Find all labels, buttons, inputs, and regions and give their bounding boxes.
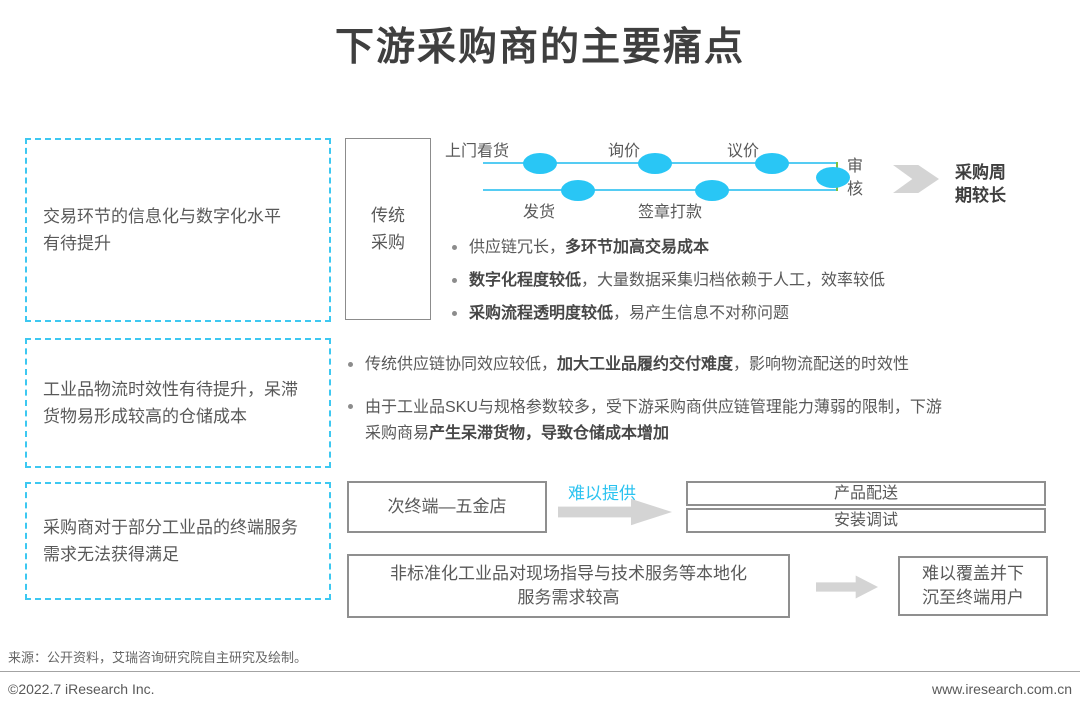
traditional-procurement-box: 传统 采购 xyxy=(345,138,431,320)
flow-node-dot xyxy=(695,180,729,201)
flow-step-audit: 审 核 xyxy=(847,158,864,198)
hardware-store-box: 次终端—五金店 xyxy=(347,481,547,533)
flow-node-dot xyxy=(638,153,672,174)
flow-node-dot xyxy=(816,167,850,188)
footer-source: 来源：公开资料，艾瑞咨询研究院自主研究及绘制。 xyxy=(8,650,308,665)
pain-point-box-2: 工业品物流时效性有待提升，呆滞 货物易形成较高的仓储成本 xyxy=(25,338,331,468)
bullet-item: 由于工业品SKU与规格参数较多，受下游采购商供应链管理能力薄弱的限制，下游 采购… xyxy=(346,395,1062,447)
flow-line-bottom xyxy=(483,189,838,191)
service-box-delivery: 产品配送 xyxy=(686,481,1046,506)
block-arrow-icon xyxy=(816,575,878,599)
flow-step-visit: 上门看货 xyxy=(445,143,510,160)
bullet-icon xyxy=(452,245,457,250)
bullet-text: 数字化程度较低，大量数据采集归档依赖于人工，效率较低 xyxy=(469,272,886,289)
service-box-installation: 安装调试 xyxy=(686,508,1046,533)
bullet-text: 采购流程透明度较低，易产生信息不对称问题 xyxy=(469,305,790,322)
flow-node-dot xyxy=(523,153,557,174)
traditional-procurement-label: 传统 采购 xyxy=(371,206,405,252)
chevron-arrow-icon xyxy=(893,165,939,193)
bullet-item: 采购流程透明度较低，易产生信息不对称问题 xyxy=(450,302,1062,326)
flow-node-dot xyxy=(755,153,789,174)
flow-result-text: 采购周 期较长 xyxy=(955,163,1006,205)
bullet-item: 供应链冗长，多环节加高交易成本 xyxy=(450,236,1062,260)
footer-divider xyxy=(0,671,1080,672)
flow-step-payment: 签章打款 xyxy=(638,204,703,221)
flow-step-ship: 发货 xyxy=(523,204,556,221)
pain-point-box-1: 交易环节的信息化与数字化水平 有待提升 xyxy=(25,138,331,322)
coverage-result-box: 难以覆盖并下 沉至终端用户 xyxy=(898,556,1048,616)
footer-website: www.iresearch.com.cn xyxy=(931,681,1072,697)
flow-node-dot xyxy=(561,180,595,201)
bullet-item: 传统供应链协同效应较低，加大工业品履约交付难度，影响物流配送的时效性 xyxy=(346,353,1062,377)
bullet-text: 供应链冗长，多环节加高交易成本 xyxy=(469,239,710,256)
page-title: 下游采购商的主要痛点 xyxy=(334,26,745,69)
pain-point-box-3: 采购商对于部分工业品的终端服务 需求无法获得满足 xyxy=(25,482,331,600)
arrow-label-hard-to-provide: 难以提供 xyxy=(568,484,636,503)
pain-point-text: 工业品物流时效性有待提升，呆滞 货物易形成较高的仓储成本 xyxy=(43,380,298,426)
bullet-icon xyxy=(452,278,457,283)
bullet-icon xyxy=(348,404,353,409)
bullet-text: 传统供应链协同效应较低，加大工业品履约交付难度，影响物流配送的时效性 xyxy=(365,356,910,373)
nonstandard-requirement-box: 非标准化工业品对现场指导与技术服务等本地化 服务需求较高 xyxy=(347,554,790,618)
flow-step-inquiry: 询价 xyxy=(608,143,641,160)
pain-point-text: 采购商对于部分工业品的终端服务 需求无法获得满足 xyxy=(43,518,298,564)
footer-copyright: ©2022.7 iResearch Inc. xyxy=(8,681,155,697)
pain-point-text: 交易环节的信息化与数字化水平 有待提升 xyxy=(43,207,281,253)
flow-step-bargain: 议价 xyxy=(727,143,760,160)
bullet-icon xyxy=(452,311,457,316)
bullet-icon xyxy=(348,362,353,367)
bullet-text: 由于工业品SKU与规格参数较多，受下游采购商供应链管理能力薄弱的限制，下游 采购… xyxy=(365,399,942,442)
bullet-item: 数字化程度较低，大量数据采集归档依赖于人工，效率较低 xyxy=(450,269,1062,293)
